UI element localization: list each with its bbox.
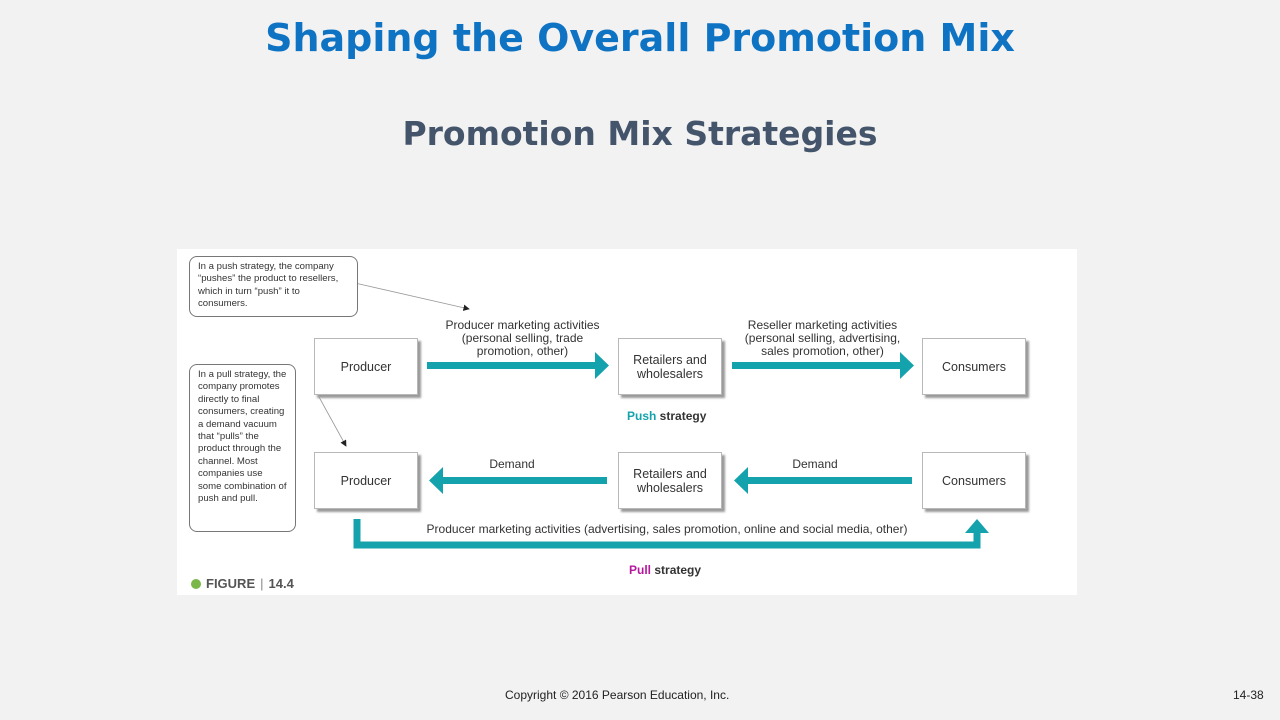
push-producer-label: Producer [340, 359, 392, 374]
pull-demand-left: Demand [489, 457, 535, 471]
push-consumers-box: Consumers [922, 338, 1026, 395]
push-retailers-label: Retailers and wholesalers [633, 352, 707, 381]
pull-demand-right: Demand [792, 457, 838, 471]
push-callout-text: In a push strategy, the company “pushes”… [198, 261, 339, 310]
figure-label: FIGURE [206, 576, 256, 591]
pull-consumers-box: Consumers [922, 452, 1026, 509]
pull-retailers-label: Retailers and wholesalers [633, 466, 707, 495]
pull-strategy-label: Pull strategy [629, 563, 701, 577]
push-producer-activities: Producer marketing activities (personal … [445, 318, 600, 358]
pull-arrow-demand-retailers-to-producer [429, 467, 607, 494]
push-arrow-retailers-to-consumers [732, 352, 914, 379]
pull-strategy-rest: strategy [651, 563, 702, 577]
pull-arrow-producer-to-consumers [353, 519, 989, 549]
pull-arrow-demand-consumers-to-retailers [734, 467, 912, 494]
pull-callout-text: In a pull strategy, the company promotes… [198, 369, 287, 505]
push-arrow-producer-to-retailers [427, 352, 609, 379]
push-retailers-box: Retailers and wholesalers [618, 338, 722, 395]
push-consumers-label: Consumers [942, 359, 1006, 374]
figure-dot-icon [191, 578, 201, 589]
push-reseller-activities: Reseller marketing activities (personal … [744, 318, 901, 358]
slide-subtitle: Promotion Mix Strategies [402, 114, 878, 153]
figure-id: FIGURE | 14.4 [191, 576, 294, 591]
pull-producer-label: Producer [340, 473, 392, 488]
footer-copyright: Copyright © 2016 Pearson Education, Inc. [505, 688, 730, 702]
push-strategy-highlight: Push [627, 409, 657, 423]
pull-retailers-box: Retailers and wholesalers [618, 452, 722, 509]
push-strategy-label: Push strategy [627, 409, 706, 423]
push-callout-pointer [354, 282, 470, 311]
pull-consumers-label: Consumers [942, 473, 1006, 488]
push-pull-figure: In a push strategy, the company “pushes”… [177, 249, 1077, 595]
pull-strategy-highlight: Pull [629, 563, 652, 577]
figure-number: 14.4 [268, 576, 294, 591]
push-producer-box: Producer [314, 338, 418, 395]
pull-callout: In a pull strategy, the company promotes… [189, 364, 296, 532]
push-callout: In a push strategy, the company “pushes”… [189, 256, 358, 317]
footer-page-number: 14-38 [1233, 688, 1264, 702]
pull-producer-activities: Producer marketing activities (advertisi… [426, 522, 908, 536]
push-strategy-rest: strategy [656, 409, 707, 423]
figure-arrows [318, 282, 989, 549]
slide-title: Shaping the Overall Promotion Mix [265, 16, 1015, 60]
pull-producer-box: Producer [314, 452, 418, 509]
pull-callout-pointer [318, 396, 347, 447]
figure-separator: | [260, 576, 264, 591]
